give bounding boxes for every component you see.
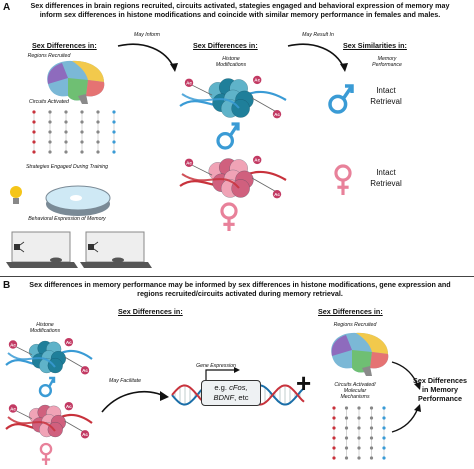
- svg-text:Ac: Ac: [10, 342, 16, 347]
- panel-a-memory-label-1: Memory: [377, 56, 397, 62]
- panel-a-strategies-label: Strategies Engaged During Training: [25, 164, 109, 170]
- male-symbol-icon: [216, 122, 240, 150]
- gene-box-suffix: , etc: [234, 393, 249, 402]
- panel-b-circuits-line3: Mechanisms: [340, 394, 370, 400]
- svg-text:Ac: Ac: [274, 192, 280, 197]
- male-outcome-line2: Retrieval: [370, 97, 402, 106]
- outcome-line1: Sex Differences: [413, 376, 467, 385]
- panel-b-arrow-label: May Facilitate: [109, 378, 141, 384]
- gene-box-prefix: e.g.: [214, 383, 230, 392]
- panel-separator: [0, 276, 474, 277]
- panel-a-circuits-label: Circuits Activated: [29, 99, 69, 105]
- transcription-arrow-icon: [205, 367, 240, 380]
- female-outcome-line2: Retrieval: [370, 179, 402, 188]
- fear-conditioning-chambers-icon: [6, 231, 152, 268]
- outcome-line3: Performance: [418, 394, 462, 403]
- panel-a-regions-label: Regions Recruited: [27, 53, 71, 59]
- panel-b-left-header: Sex Differences in:: [118, 307, 183, 316]
- panel-b-right-header: Sex Differences in:: [318, 307, 383, 316]
- svg-text:Ac: Ac: [186, 161, 192, 166]
- may-inform-arrow-icon: [117, 43, 178, 72]
- panel-a-histone-label-2: Modifications: [215, 62, 247, 68]
- panel-a-letter: A: [3, 2, 11, 13]
- panel-a-arrow1-label: May Inform: [134, 32, 160, 38]
- gene-box-cfos: cFos,: [229, 383, 248, 392]
- female-outcome-line1: Intact: [376, 168, 396, 177]
- svg-text:Ac: Ac: [254, 78, 260, 83]
- panel-a-behavior-label: Behavioral Expression of Memory: [28, 216, 106, 222]
- svg-text:Ac: Ac: [274, 112, 280, 117]
- svg-text:Ac: Ac: [82, 368, 88, 373]
- may-facilitate-arrow-icon: [101, 390, 169, 413]
- svg-text:Ac: Ac: [10, 406, 16, 411]
- male-outcome-symbol-icon: [328, 84, 354, 114]
- svg-text:Ac: Ac: [254, 158, 260, 163]
- panel-a-memory-label-2: Performance: [372, 62, 402, 68]
- panel-b-regions-label: Regions Recruited: [333, 322, 377, 328]
- panel-b-brain-icon: [331, 332, 389, 376]
- panel-b-male-symbol-icon: [38, 376, 56, 398]
- female-outcome-symbol-icon: [334, 164, 352, 195]
- panel-b-circuit-grid-icon: [332, 406, 386, 460]
- circuit-grid-icon: [32, 110, 116, 154]
- panel-a-arrow2-label: May Result In: [302, 32, 334, 38]
- svg-text:Ac: Ac: [186, 81, 192, 86]
- panel-a-col1-header: Sex Differences in:: [32, 41, 97, 50]
- panel-a-col2-header: Sex Differences in:: [193, 41, 258, 50]
- may-result-in-arrow-icon: [287, 43, 348, 72]
- svg-text:Ac: Ac: [82, 432, 88, 437]
- panel-b-caption: Sex differences in memory performance ma…: [29, 280, 451, 298]
- water-maze-icon: [10, 185, 111, 216]
- panel-b-histone-label-1: Histone: [36, 322, 54, 328]
- male-outcome-line1: Intact: [376, 86, 396, 95]
- plus-sign: +: [296, 368, 312, 398]
- svg-text:Ac: Ac: [66, 340, 72, 345]
- panel-b-letter: B: [3, 280, 11, 291]
- gene-box: e.g. cFos, BDNF, etc: [201, 380, 261, 406]
- panel-a-col3-header: Sex Similarities in:: [343, 41, 407, 50]
- panel-b-female-symbol-icon: [39, 442, 53, 465]
- svg-text:Ac: Ac: [66, 404, 72, 409]
- outcome-line2: in Memory: [422, 385, 458, 394]
- gene-expression-label: Gene Expression: [196, 363, 236, 369]
- panel-a-caption: Sex differences in brain regions recruit…: [30, 1, 450, 19]
- panel-b-circuits-line1: Circuits Activated/: [334, 382, 376, 388]
- converging-arrows-icon: [391, 361, 421, 433]
- panel-b-histone-label-2: Modifications: [29, 328, 61, 334]
- panel-a-histone-label-1: Histone: [222, 56, 240, 62]
- panel-b-circuits-line2: Molecular: [343, 388, 367, 394]
- brain-icon: [47, 60, 105, 104]
- female-symbol-icon: [220, 202, 238, 231]
- gene-box-bdnf: BDNF: [213, 393, 235, 402]
